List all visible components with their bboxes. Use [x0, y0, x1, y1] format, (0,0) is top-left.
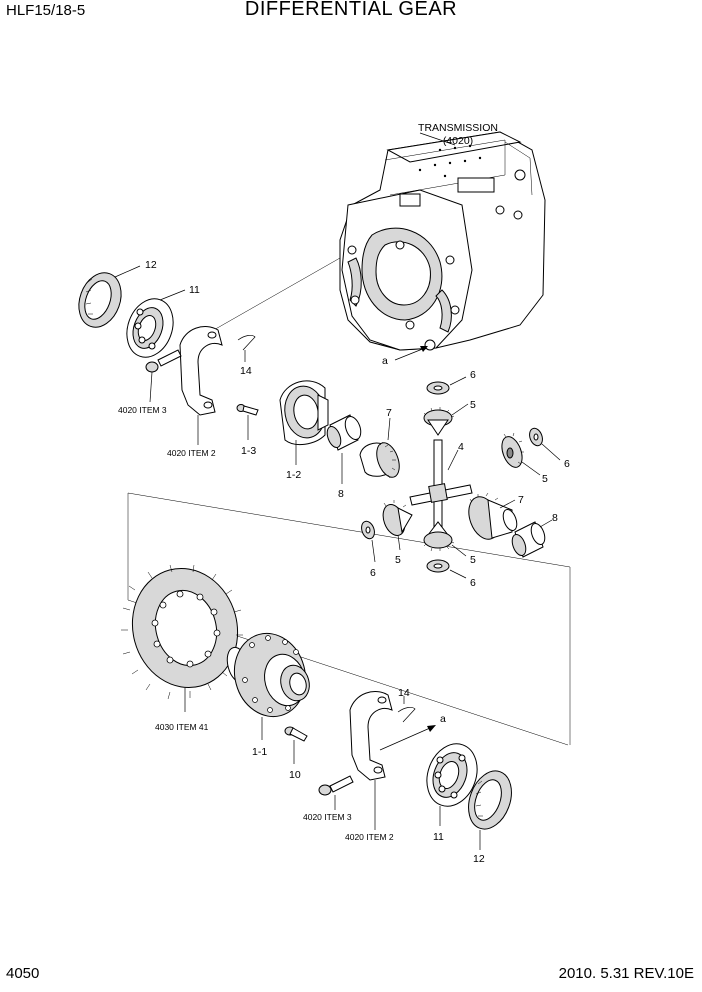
revision-date: 2010. 5.31 REV.10E: [558, 965, 694, 982]
callout-4020-item2-top: 4020 ITEM 2: [167, 448, 216, 458]
callout-14-bottom: 14: [398, 687, 410, 699]
callout-10: 10: [289, 769, 301, 781]
callout-14-top: 14: [240, 365, 252, 377]
pinion-gear-5-bottom[interactable]: [423, 521, 455, 552]
thrust-washer-6-left[interactable]: [359, 519, 376, 540]
callout-4020-item3-bottom: 4020 ITEM 3: [303, 812, 352, 822]
callout-6-top: 6: [470, 369, 476, 381]
alignment-line-top: [204, 257, 341, 336]
bearing-cap-bottom[interactable]: [349, 691, 393, 781]
callout-11-bottom: 11: [433, 831, 444, 843]
cross-spider-4[interactable]: [409, 439, 473, 529]
callout-5-top: 5: [470, 399, 476, 411]
pinion-gear-5-left[interactable]: [379, 500, 413, 538]
callout-5-bottom: 5: [470, 554, 476, 566]
thrust-washer-6-top[interactable]: [426, 381, 450, 395]
callout-1-2: 1-2: [286, 469, 301, 481]
bearing-cup-12-bottom[interactable]: [461, 765, 519, 835]
callout-4: 4: [458, 441, 464, 453]
bushing-8-left[interactable]: [325, 414, 364, 451]
callout-transmission-ref: (4020): [443, 135, 473, 147]
model-number: HLF15/18-5: [6, 2, 86, 19]
callout-1-1: 1-1: [252, 746, 267, 758]
callout-ref-a-top: a: [382, 355, 388, 367]
thrust-washer-6-right[interactable]: [527, 426, 544, 447]
callout-5-right: 5: [542, 473, 548, 485]
side-gear-7-top[interactable]: [359, 440, 404, 481]
transmission-housing[interactable]: [339, 131, 546, 351]
callout-4020-item3-top: 4020 ITEM 3: [118, 405, 167, 415]
bolt-top[interactable]: [145, 349, 182, 373]
thrust-washer-6-bottom[interactable]: [426, 559, 450, 573]
side-gear-7-right[interactable]: [463, 492, 519, 544]
alignment-box-top: [127, 492, 571, 568]
bolt-1-3[interactable]: [236, 404, 259, 416]
callout-6-right: 6: [564, 458, 570, 470]
shim-14-bottom[interactable]: [397, 706, 416, 723]
callout-8-right: 8: [552, 512, 558, 524]
bearing-cap-top[interactable]: [179, 326, 223, 416]
callout-4030-item41: 4030 ITEM 41: [155, 722, 209, 732]
shim-14-top[interactable]: [237, 334, 256, 351]
bushing-8-right[interactable]: [510, 521, 548, 558]
bolt-bottom[interactable]: [318, 775, 354, 796]
callout-12-bottom: 12: [473, 853, 485, 865]
callout-12-top: 12: [145, 259, 157, 271]
bearing-cup-12-top[interactable]: [72, 267, 129, 333]
callout-11-top: 11: [189, 284, 200, 296]
arrowhead-a-top: [420, 346, 428, 352]
arrowhead-a-bottom: [427, 725, 436, 732]
callout-transmission: TRANSMISSION: [418, 122, 498, 134]
bearing-11-bottom[interactable]: [419, 737, 486, 814]
callout-5-left: 5: [395, 554, 401, 566]
ref-line-a-bottom: [379, 727, 431, 751]
ring-gear[interactable]: [119, 557, 251, 700]
differential-case-half-1-2[interactable]: [279, 380, 329, 446]
callout-ref-a-bottom: a: [440, 713, 446, 725]
callout-6-bottom: 6: [470, 577, 476, 589]
callout-4020-item2-bottom: 4020 ITEM 2: [345, 832, 394, 842]
bearing-11-top[interactable]: [119, 292, 181, 363]
page-title: DIFFERENTIAL GEAR: [244, 0, 458, 20]
callout-8-left: 8: [338, 488, 344, 500]
bolt-10[interactable]: [284, 726, 308, 742]
callout-7-top: 7: [386, 407, 392, 419]
pinion-gear-5-right[interactable]: [498, 432, 526, 470]
differential-case-1-1[interactable]: [224, 625, 315, 724]
ref-line-a-top: [394, 347, 426, 361]
page-number: 4050: [6, 965, 40, 982]
pinion-gear-5-top[interactable]: [423, 407, 455, 436]
callout-6-left: 6: [370, 567, 376, 579]
callout-7-right: 7: [518, 494, 524, 506]
callout-1-3: 1-3: [241, 445, 256, 457]
